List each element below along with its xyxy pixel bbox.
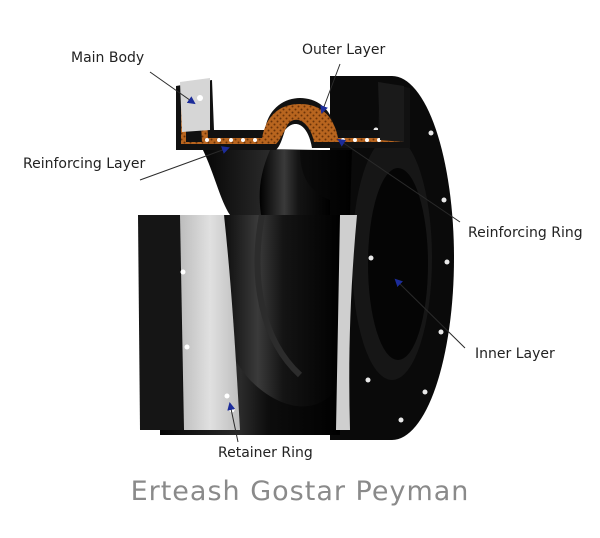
left-flange [138,215,240,430]
leader-lines [139,63,466,443]
front-right-flange [336,215,357,430]
label-reinforcing-ring: Reinforcing Ring [468,225,583,241]
leader-main-body [149,71,196,105]
leader-outer-layer [320,63,341,114]
reinforcing-ring-wires [205,138,381,142]
leader-retainer-ring [227,402,239,443]
leader-inner-layer [394,278,466,349]
leader-reinforcing-ring [337,138,461,223]
leader-reinforcing-layer [139,146,230,181]
main-body-flange-face [180,78,404,142]
label-reinforcing-layer: Reinforcing Layer [23,156,146,172]
label-main-body: Main Body [71,50,145,66]
label-inner-layer: Inner Layer [475,346,555,362]
label-retainer-ring: Retainer Ring [218,445,313,461]
watermark: Erteash Gostar Peyman [130,476,470,507]
reinforcing-layer-fabric [181,88,404,144]
label-outer-layer: Outer Layer [302,42,386,58]
